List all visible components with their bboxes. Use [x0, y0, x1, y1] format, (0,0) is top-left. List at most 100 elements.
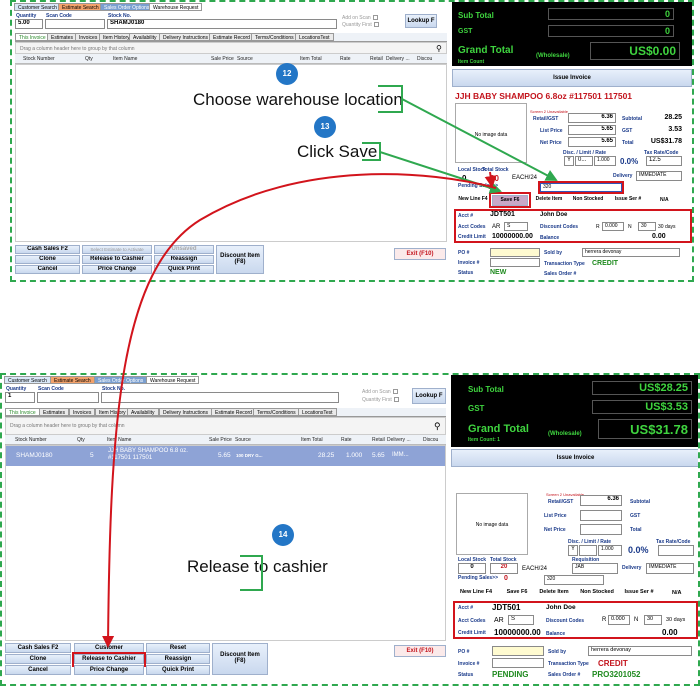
new-line-button[interactable]: New Line F4	[459, 589, 493, 595]
col-delivery[interactable]: Delivery ...	[387, 437, 411, 443]
select-estimate-button[interactable]: Select Estimate to Activate	[82, 245, 152, 254]
quantity-first-checkbox[interactable]: Quantity First	[342, 22, 379, 28]
inner-tab-invoices[interactable]: Invoices	[69, 408, 96, 416]
dc-value[interactable]: 0.000	[608, 615, 630, 625]
issue-invoice-button[interactable]: Issue Invoice	[452, 69, 692, 87]
invoice-grid[interactable]	[15, 64, 447, 242]
disc-limit-field[interactable]: 0...	[575, 156, 593, 166]
po-field[interactable]	[492, 646, 544, 656]
col-delivery[interactable]: Delivery ...	[386, 56, 410, 62]
price-change-button[interactable]: Price Change	[82, 265, 152, 274]
col-qty[interactable]: Qty	[85, 56, 93, 62]
scan-code-field[interactable]	[37, 392, 99, 403]
stock-no-field[interactable]	[101, 392, 339, 403]
col-qty[interactable]: Qty	[77, 437, 85, 443]
retail-gst-field[interactable]: 6.36	[568, 113, 616, 123]
acct-code-2[interactable]: S	[508, 615, 534, 625]
col-discount[interactable]: Discou	[423, 437, 439, 443]
tab-warehouse-request[interactable]: Warehouse Request	[149, 3, 203, 11]
delivery-select[interactable]: IMMEDIATE	[646, 563, 694, 574]
issue-ser-button[interactable]: Issue Ser #	[624, 589, 654, 595]
col-discount[interactable]: Discou	[417, 56, 433, 62]
non-stocked-button[interactable]: Non Stocked	[572, 196, 604, 202]
search-icon[interactable]: ⚲	[434, 421, 441, 431]
clone-button[interactable]: Clone	[5, 654, 71, 664]
lookup-button[interactable]: Lookup F	[405, 14, 437, 28]
invoice-field[interactable]	[490, 258, 540, 267]
clone-button[interactable]: Clone	[15, 255, 80, 264]
reassign-button[interactable]: Reassign	[154, 255, 214, 264]
inner-tab-availability[interactable]: Availability	[127, 408, 159, 416]
cash-sales-button[interactable]: Cash Sales F2	[15, 245, 80, 254]
add-on-scan-checkbox[interactable]: Add on Scan	[362, 389, 398, 395]
cancel-button[interactable]: Cancel	[15, 265, 80, 274]
inner-tab-locations-test[interactable]: LocationsTest	[298, 408, 337, 416]
po-field[interactable]	[490, 248, 540, 257]
delete-item-button[interactable]: Delete Item	[539, 589, 569, 595]
col-item-name[interactable]: Item Name	[107, 437, 132, 443]
price-change-button[interactable]: Price Change	[74, 665, 144, 675]
sold-by-select[interactable]: herrera devonay	[588, 646, 692, 656]
save-button[interactable]: Save F6	[492, 195, 528, 206]
acct-code-2[interactable]: S	[504, 222, 528, 231]
issue-invoice-button[interactable]: Issue Invoice	[451, 449, 698, 467]
invoice-grid[interactable]: SHAMJ0180 5 JJH BABY SHAMPOO 6.8 oz. #11…	[5, 445, 446, 641]
net-price-field[interactable]: 5.65	[568, 137, 616, 147]
release-to-cashier-button[interactable]: Release to Cashier	[74, 654, 144, 664]
tab-warehouse-request[interactable]: Warehouse Request	[146, 376, 200, 384]
requisition-select[interactable]: 320	[540, 183, 622, 192]
col-rate[interactable]: Rate	[340, 56, 351, 62]
discount-item-button[interactable]: Discount Item(F8)	[212, 643, 268, 675]
tax-rate-field[interactable]	[658, 545, 694, 556]
list-price-field[interactable]: 5.65	[568, 125, 616, 135]
save-button[interactable]: Save F6	[506, 589, 528, 595]
disc-rate-field[interactable]: 1.000	[598, 545, 622, 556]
col-rate[interactable]: Rate	[341, 437, 352, 443]
non-stocked-button[interactable]: Non Stocked	[580, 589, 614, 595]
discount-item-button[interactable]: Discount Item(F8)	[216, 245, 264, 274]
disc-y-field[interactable]: Y	[568, 545, 578, 556]
release-to-cashier-button[interactable]: Release to Cashier	[82, 255, 152, 264]
col-item-total[interactable]: Item Total	[300, 56, 322, 62]
stock-no-field[interactable]: SHAMJ0180	[107, 19, 337, 29]
col-sale-price[interactable]: Sale Price	[211, 56, 234, 62]
disc-limit-field[interactable]	[579, 545, 597, 556]
delivery-select[interactable]: IMMEDIATE	[636, 171, 682, 181]
tax-rate-field[interactable]: 12.5	[646, 156, 682, 166]
col-item-name[interactable]: Item Name	[113, 56, 138, 62]
exit-button[interactable]: Exit (F10)	[394, 645, 446, 657]
invoice-field[interactable]	[492, 658, 544, 668]
disc-rate-field[interactable]: 1.000	[594, 156, 616, 166]
add-on-scan-checkbox[interactable]: Add on Scan	[342, 15, 378, 21]
retail-gst-field[interactable]: 6.36	[580, 495, 622, 506]
col-source[interactable]: Source	[235, 437, 251, 443]
col-retail[interactable]: Retail	[370, 56, 383, 62]
quantity-field[interactable]: 1	[5, 392, 35, 403]
cancel-button[interactable]: Cancel	[5, 665, 71, 675]
exit-button[interactable]: Exit (F10)	[394, 248, 446, 260]
col-retail[interactable]: Retail	[372, 437, 385, 443]
requisition-code[interactable]: JAB	[572, 563, 618, 574]
dc-value[interactable]: 0.000	[602, 222, 624, 231]
table-row[interactable]: SHAMJ0180 5 JJH BABY SHAMPOO 6.8 oz. #11…	[6, 446, 445, 466]
inner-tab-locations-test[interactable]: LocationsTest	[295, 33, 334, 41]
new-line-button[interactable]: New Line F4	[458, 196, 488, 202]
net-price-field[interactable]	[580, 524, 622, 535]
col-stock-number[interactable]: Stock Number	[15, 437, 47, 443]
list-price-field[interactable]	[580, 510, 622, 521]
scan-code-field[interactable]	[45, 19, 105, 29]
delete-item-button[interactable]: Delete Item	[535, 196, 563, 202]
sold-by-select[interactable]: herrera devonay	[582, 248, 680, 257]
search-icon[interactable]: ⚲	[436, 44, 442, 53]
issue-ser-button[interactable]: Issue Ser #	[614, 196, 642, 202]
col-sale-price[interactable]: Sale Price	[209, 437, 232, 443]
requisition-select[interactable]: 320	[544, 575, 604, 585]
cash-sales-button[interactable]: Cash Sales F2	[5, 643, 71, 653]
col-item-total[interactable]: Item Total	[301, 437, 323, 443]
dc-days-field[interactable]: 30	[638, 222, 656, 231]
reset-button[interactable]: Reset	[146, 643, 210, 653]
inner-tab-estimates[interactable]: Estimates	[39, 408, 69, 416]
disc-y-field[interactable]: Y	[564, 156, 574, 166]
lookup-button[interactable]: Lookup F	[412, 388, 446, 404]
quantity-first-checkbox[interactable]: Quantity First	[362, 397, 399, 403]
